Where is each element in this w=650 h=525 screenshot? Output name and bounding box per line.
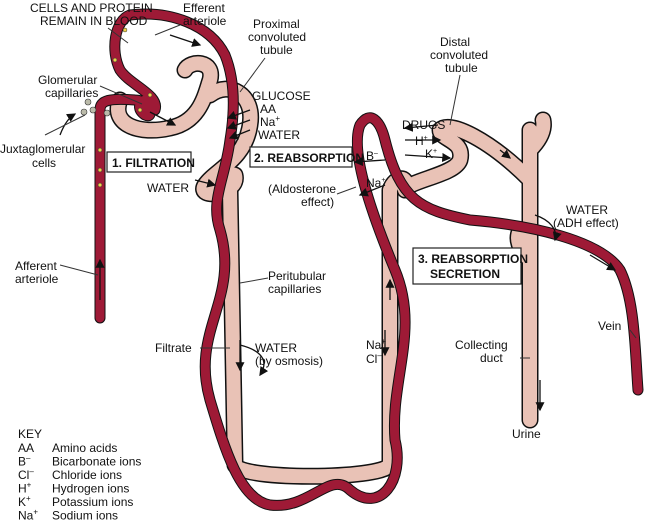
label-efferent: Efferent (183, 1, 225, 15)
key-item: Na+ (18, 508, 38, 523)
svg-text:1. FILTRATION: 1. FILTRATION (112, 156, 195, 170)
key-item-meaning: Potassium ions (52, 495, 133, 509)
step-reabsorption-secretion: 3. REABSORPTION SECRETION (412, 247, 528, 285)
label-drugs: DRUGS (402, 118, 445, 132)
step-reabsorption: 2. REABSORPTION (249, 146, 364, 168)
key-item: AA (18, 441, 34, 455)
label-vein: Vein (598, 319, 621, 333)
juxtaglomerular-cells (80, 98, 111, 117)
label-proximal: Proximal (253, 17, 300, 31)
key-item-meaning: Hydrogen ions (52, 482, 129, 496)
step-filtration: 1. FILTRATION (106, 151, 195, 173)
label-distal: Distal (440, 35, 470, 49)
key-item: K+ (18, 494, 31, 509)
label-afferent: Afferent (15, 259, 57, 273)
label-cells-protein-2: REMAIN IN BLOOD (40, 14, 148, 28)
flow-arrows (59, 34, 617, 412)
key-item: B– (18, 454, 31, 469)
key-title: KEY (18, 427, 42, 441)
label-juxtaglomerular-2: cells (32, 156, 56, 170)
label-water-adh: WATER (566, 203, 608, 217)
key-item-meaning: Chloride ions (52, 468, 122, 482)
label-glomerular: Glomerular (38, 73, 97, 87)
label-filtrate: Filtrate (155, 341, 192, 355)
label-proximal-2: convoluted (248, 30, 306, 44)
label-collecting-2: duct (480, 351, 503, 365)
label-na-dct: Na+ (366, 176, 385, 190)
label-b: B– (366, 149, 378, 163)
svg-text:3. REABSORPTION: 3. REABSORPTION (418, 252, 528, 266)
label-proximal-3: tubule (260, 43, 293, 57)
svg-text:SECRETION: SECRETION (430, 267, 500, 281)
label-glomerular-2: capillaries (45, 86, 98, 100)
label-water-osmosis-2: (by osmosis) (255, 354, 323, 368)
blood-cells (97, 27, 153, 188)
key-item-meaning: Bicarbonate ions (52, 455, 141, 469)
renal-tubule (109, 55, 552, 485)
label-h: H+ (415, 134, 428, 148)
label-juxtaglomerular: Juxtaglomerular (0, 142, 85, 156)
label-distal-2: convoluted (430, 48, 488, 62)
label-urine: Urine (512, 427, 541, 441)
label-aldosterone: (Aldosterone (268, 182, 336, 196)
label-cells-protein: CELLS AND PROTEIN (30, 1, 153, 15)
key-item-meaning: Sodium ions (52, 509, 118, 523)
svg-text:2. REABSORPTION: 2. REABSORPTION (254, 151, 364, 165)
label-efferent-2: arteriole (183, 14, 227, 28)
key-item-meaning: Amino acids (52, 441, 117, 455)
label-water-osmosis: WATER (255, 341, 297, 355)
label-peritubular-2: capillaries (268, 282, 321, 296)
label-peritubular: Peritubular (268, 269, 326, 283)
label-na-loop: Na+ (366, 337, 386, 352)
label-water-left: WATER (147, 181, 189, 195)
label-water-adh-2: (ADH effect) (553, 216, 619, 230)
label-distal-3: tubule (445, 61, 478, 75)
key-item: H+ (18, 481, 32, 496)
label-cl-loop: Cl– (366, 351, 382, 366)
label-collecting: Collecting (455, 338, 508, 352)
key-item: Cl– (18, 467, 34, 482)
label-k: K+ (425, 147, 437, 161)
blood-vessel (80, 8, 644, 511)
label-na: Na+ (260, 114, 280, 129)
label-afferent-2: arteriole (15, 272, 59, 286)
label-aldosterone-2: effect) (301, 195, 334, 209)
label-water-pct: WATER (258, 128, 300, 142)
label-aa: AA (260, 102, 276, 116)
leader-lines (44, 24, 637, 359)
label-glucose: GLUCOSE (252, 89, 311, 103)
